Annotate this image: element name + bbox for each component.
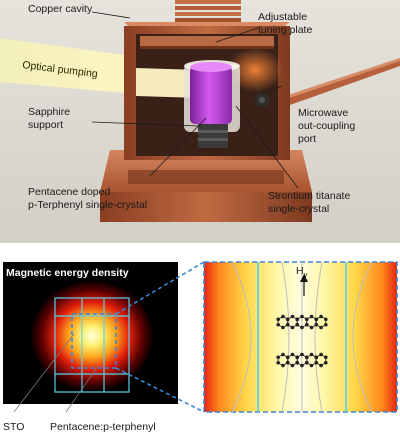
label-tuning-plate-line2: tuning plate [258,24,312,36]
atom [290,314,295,319]
atom [319,325,323,330]
atom [295,360,300,365]
atom [281,352,285,357]
atom [300,352,304,357]
atom [285,322,290,327]
atom [304,355,309,360]
atom [295,355,300,360]
atom [309,314,314,319]
atom [300,363,304,368]
magnetic-energy-density-map: Magnetic energy density STO Pentacene:p-… [3,262,178,433]
atom [304,360,309,365]
atom [281,325,285,330]
cavity-illustration: Copper cavity Adjustable tuning plate Op… [0,0,400,243]
atom [314,355,319,360]
label-pentacene-terphenyl: Pentacene:p-terphenyl [50,421,156,433]
label-strontium-line1: Strontium titanate [268,190,350,202]
label-copper-cavity: Copper cavity [28,3,93,15]
sto-outline [54,297,130,393]
atom [309,352,314,357]
atom [285,317,290,322]
leader-lines [91,11,299,189]
label-sapphire-line1: Sapphire [28,106,70,118]
heatmap-hotspot [30,280,154,392]
label-microwave-line3: port [298,133,316,145]
atom [295,322,300,327]
label-sto: STO [3,421,24,433]
atom [295,317,300,322]
atom [309,325,314,330]
zoomed-field-view: Hy [203,261,398,413]
molecule-upper [276,314,328,330]
map-title: Magnetic energy density [6,267,129,279]
atom [276,322,280,327]
label-sapphire-line2: support [28,119,63,131]
atom [324,322,328,327]
label-microwave-line1: Microwave [298,107,348,119]
atom [319,352,323,357]
atom [285,355,290,360]
label-pentacene-line1: Pentacene doped [28,186,110,198]
atom [300,325,304,330]
coil [175,0,241,22]
atom [276,355,280,360]
atom [304,322,309,327]
field-lines [231,261,373,413]
zoom-region-box [71,313,117,369]
atom [324,360,328,365]
sapphire-support [198,124,228,148]
atom [314,360,319,365]
atom [314,322,319,327]
atom [285,360,290,365]
atom [314,317,319,322]
atom [319,314,323,319]
atom [281,314,285,319]
zoom-frame [203,261,398,413]
label-tuning-plate-line1: Adjustable [258,11,307,23]
label-microwave-line2: out-coupling [298,120,355,132]
tuning-plate [140,36,274,46]
field-arrow [300,274,308,282]
atom [300,314,304,319]
atom [276,317,280,322]
atom [304,317,309,322]
atom [290,325,295,330]
pentacene-crystal [190,66,232,124]
atom [309,363,314,368]
label-strontium-line2: single-crystal [268,203,329,215]
molecule-lower [276,352,328,368]
field-label: Hy [296,265,308,279]
atom [324,355,328,360]
atom [290,352,295,357]
atom [281,363,285,368]
atom [324,317,328,322]
atom [319,363,323,368]
zoom-connectors [115,261,205,413]
label-pentacene-line2: p-Terphenyl single-crystal [28,199,147,211]
atom [290,363,295,368]
atom [276,360,280,365]
